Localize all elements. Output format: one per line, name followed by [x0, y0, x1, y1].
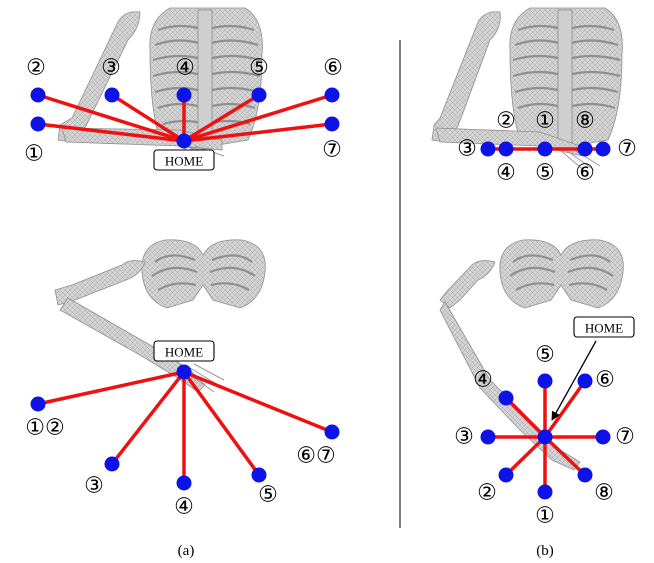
panel-b-front-target-dot-4 — [578, 142, 593, 157]
panel-a-top-label-1-text: ①② — [25, 416, 64, 441]
panel-b-front-label-2-text: ② — [496, 109, 516, 134]
panel-a-top-label-4-text: ⑤ — [258, 483, 278, 508]
panel-b-top-label-4: ④ — [473, 368, 493, 393]
panel-a-top-target-dot-1 — [31, 397, 46, 412]
panel-a-front-label-1-text: ① — [24, 142, 44, 167]
panel-b-top-home-dot — [538, 430, 553, 445]
panel-b-front-label-7-text: ⑦ — [617, 137, 637, 162]
panel-a-top-home-label-text: HOME — [165, 345, 203, 360]
panel-a-front-label-7: ⑦ — [322, 138, 342, 163]
panel-a-front-label-5-text: ⑤ — [249, 56, 269, 81]
caption-a: (a) — [178, 543, 195, 559]
panel-a-top-home-label: HOME — [154, 341, 214, 361]
panel-b-front-target-dot-1 — [481, 142, 496, 157]
panel-b-front-label-4: ④ — [496, 161, 516, 186]
panel-a-front-label-3-text: ③ — [101, 56, 121, 81]
panel-b-top-label-7-text: ⑦ — [615, 425, 635, 450]
panel-b-top-target-dot-2 — [499, 468, 514, 483]
panel-a-front-label-5: ⑤ — [249, 56, 269, 81]
panel-a-front-label-1: ① — [24, 142, 44, 167]
panel-a-front-target-dot-4 — [177, 88, 192, 103]
panel-a-top-target-dot-2 — [105, 457, 120, 472]
panel-a-top-label-3: ④ — [174, 495, 194, 520]
panel-b-top-path-2 — [506, 437, 545, 475]
panel-b-front-label-6: ⑥ — [575, 161, 595, 186]
panel-b-front-label-8: ⑧ — [575, 109, 595, 134]
panel-b-front-label-6-text: ⑥ — [575, 161, 595, 186]
panel-b-top-label-8: ⑧ — [594, 481, 614, 506]
panel-b-top-label-6-text: ⑥ — [595, 368, 615, 393]
panel-b-top-home-label-text: HOME — [585, 321, 623, 336]
panel-a-front-label-6: ⑥ — [323, 56, 343, 81]
panel-a-top-target-dot-5 — [325, 425, 340, 440]
skeleton-top-a — [55, 240, 265, 392]
panel-a-front-home-label-text: HOME — [165, 154, 203, 169]
panel-a-front-target-dot-5 — [252, 88, 267, 103]
panel-b-front-label-1-text: ① — [535, 109, 555, 134]
panel-b-top-label-7: ⑦ — [615, 425, 635, 450]
panel-b-top-label-2-text: ② — [477, 481, 497, 506]
panel-b-top-label-3: ③ — [454, 425, 474, 450]
panel-a-top-target-dot-4 — [252, 468, 267, 483]
panel-b-front-target-dot-2 — [499, 142, 514, 157]
panel-a-front-label-3: ③ — [101, 56, 121, 81]
panel-b-top-target-dot-1 — [538, 485, 553, 500]
panel-a-top-label-1: ①② — [25, 416, 64, 441]
panel-a-front-home-label: HOME — [154, 150, 214, 170]
panel-a-top-label-5-text: ⑥⑦ — [296, 444, 335, 469]
panel-a-top-label-2: ③ — [84, 474, 104, 499]
panel-a-front-target-dot-1 — [31, 117, 46, 132]
panel-a-front-label-6-text: ⑥ — [323, 56, 343, 81]
panel-b-top-target-dot-5 — [538, 374, 553, 389]
panel-b-top-label-3-text: ③ — [454, 425, 474, 450]
panel-b-front-label-3-text: ③ — [457, 137, 477, 162]
panel-b-front-label-4-text: ④ — [496, 161, 516, 186]
panel-b-top-target-dot-4 — [499, 391, 514, 406]
panel-b-top-label-1: ① — [535, 504, 555, 529]
panel-a-front-target-dot-3 — [105, 88, 120, 103]
panel-a-top-label-2-text: ③ — [84, 474, 104, 499]
panel-a-front-label-7-text: ⑦ — [322, 138, 342, 163]
panel-a-top-target-dot-3 — [177, 476, 192, 491]
panel-b-top-label-6: ⑥ — [595, 368, 615, 393]
panel-b-top-target-dot-3 — [481, 430, 496, 445]
panel-b-top-home-label: HOME — [574, 317, 634, 337]
panel-b-top-target-dot-7 — [596, 430, 611, 445]
panel-a-front-target-dot-7 — [325, 117, 340, 132]
panel-a-front-target-dot-6 — [325, 88, 340, 103]
panel-a-front-label-2: ② — [26, 56, 46, 81]
panel-a-front-label-4: ④ — [175, 56, 195, 81]
panel-b-front-label-3: ③ — [457, 137, 477, 162]
panel-b-front-label-5: ⑤ — [535, 161, 555, 186]
panel-a-top-home-dot — [177, 365, 192, 380]
panel-b-top-label-5: ⑤ — [535, 343, 555, 368]
caption-b: (b) — [536, 543, 554, 559]
panel-b-top-label-8-text: ⑧ — [594, 481, 614, 506]
panel-a-top-label-3-text: ④ — [174, 495, 194, 520]
panel-b-front-target-dot-3 — [538, 142, 553, 157]
panel-b-top-target-dot-8 — [578, 468, 593, 483]
panel-a-front-target-dot-2 — [31, 88, 46, 103]
panel-b-top-path-6 — [545, 381, 585, 437]
panel-b-top-target-dot-6 — [578, 374, 593, 389]
panel-b-front-label-1: ① — [535, 109, 555, 134]
panel-b-front-label-5-text: ⑤ — [535, 161, 555, 186]
panel-b-top-label-1-text: ① — [535, 504, 555, 529]
panel-a-front-label-4-text: ④ — [175, 56, 195, 81]
panel-b-front-label-7: ⑦ — [617, 137, 637, 162]
panel-a-top-label-5: ⑥⑦ — [296, 444, 335, 469]
panel-b-top-label-5-text: ⑤ — [535, 343, 555, 368]
panel-b-top-label-2: ② — [477, 481, 497, 506]
panel-a-front-label-2-text: ② — [26, 56, 46, 81]
panel-a-top-label-4: ⑤ — [258, 483, 278, 508]
panel-b-top-label-4-text: ④ — [473, 368, 493, 393]
panel-b-front-label-2: ② — [496, 109, 516, 134]
panel-b-front-label-8-text: ⑧ — [575, 109, 595, 134]
panel-b-front-target-dot-5 — [596, 142, 611, 157]
panel-a-front-home-dot — [177, 134, 192, 149]
